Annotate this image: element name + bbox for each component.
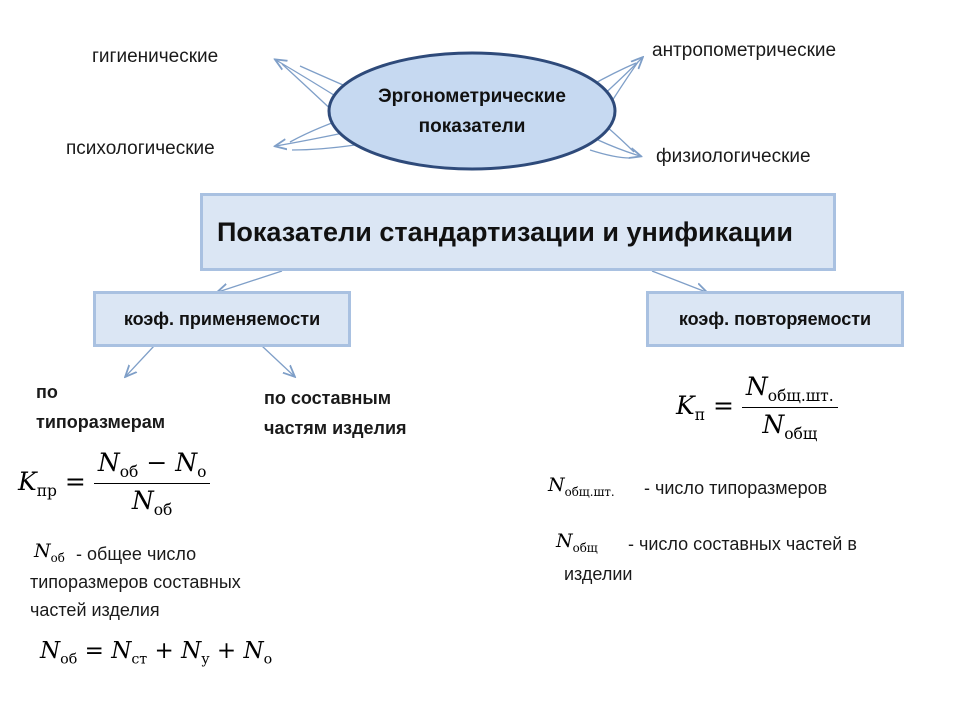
symbol-n-ob: Nоб [34, 540, 65, 565]
formula-n-ob-sum: Nоб = Nст + Nу + Nо [40, 638, 273, 668]
label-hygienic: гигиенические [92, 46, 219, 67]
def-n-ob-line3: частей изделия [30, 600, 160, 620]
arrow-to-by-size [126, 345, 155, 376]
arrow-to-by-parts [261, 345, 294, 376]
def-n-ob-line1: - общее число [76, 544, 197, 564]
by-parts-label: по составным частям изделия [264, 383, 407, 443]
def-n-total-line1: - число составных частей в [628, 534, 857, 554]
by-size-line2: типоразмерам [36, 412, 166, 432]
formula-k-pr: Kпр = Nоб − Nо Nоб [18, 448, 211, 519]
arrow-to-right-box [651, 270, 706, 292]
symbol-n-total-sht: Nобщ.шт. [548, 474, 615, 499]
def-n-total-line2: изделии [564, 564, 633, 584]
def-n-total-sht: - число типоразмеров [644, 478, 828, 498]
label-psychological: психологические [66, 138, 215, 159]
repeatability-coef-label: коэф. повторяемости [678, 308, 872, 329]
by-size-label: по типоразмерам [36, 377, 165, 437]
ergonomic-ellipse [327, 51, 617, 171]
label-physiological: физиологические [656, 146, 811, 167]
symbol-n-total: Nобщ [556, 530, 598, 555]
formula-k-p: Kп = Nобщ.шт. Nобщ [676, 372, 838, 443]
main-standardization-box: Показатели стандартизации и унификации [200, 193, 836, 271]
by-size-line1: по [36, 382, 58, 402]
ergonomic-ellipse-label: Эргонометрические показатели [330, 82, 614, 142]
ellipse-line2: показатели [418, 116, 526, 137]
applicability-coef-label: коэф. применяемости [123, 308, 321, 329]
applicability-coef-box: коэф. применяемости [93, 291, 351, 347]
by-parts-line1: по составным [264, 388, 392, 408]
repeatability-coef-box: коэф. повторяемости [646, 291, 904, 347]
ellipse-line1: Эргонометрические [378, 86, 566, 107]
label-anthropometric: антропометрические [652, 40, 837, 61]
main-box-title: Показатели стандартизации и унификации [217, 216, 793, 247]
by-parts-line2: частям изделия [264, 418, 407, 438]
arrow-to-physiological [597, 139, 640, 156]
arrow-to-left-box [218, 270, 283, 292]
def-n-ob-line2: типоразмеров составных [30, 572, 241, 592]
